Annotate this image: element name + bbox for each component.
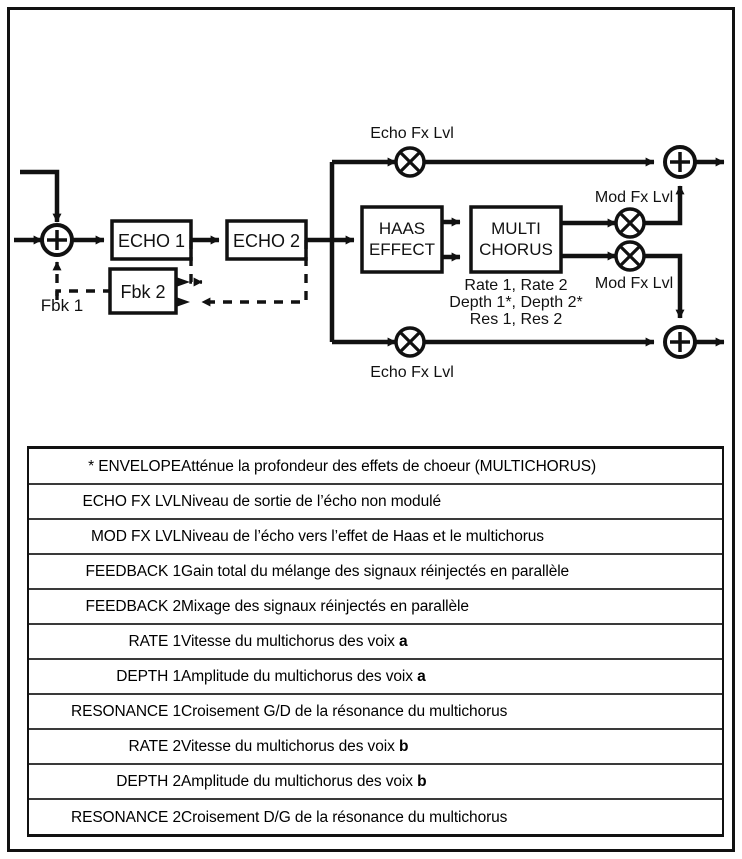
parameter-description-text: Vitesse du multichorus des voix: [181, 633, 399, 650]
haas-effect-label-line2: EFFECT: [369, 240, 435, 259]
echo-fx-lvl-top-label: Echo Fx Lvl: [370, 125, 454, 142]
voice-group-marker: b: [398, 738, 409, 755]
fbk2-box: [108, 267, 178, 315]
parameter-description-cell: Amplitude du multichorus des voix a: [181, 659, 722, 694]
multi-chorus-box: [469, 205, 563, 274]
parameter-name-cell: RESONANCE 2: [70, 808, 181, 826]
modfx-bottom-to-output-sum-line: [644, 253, 685, 319]
mod-fx-lvl-bottom-label: Mod Fx Lvl: [595, 275, 673, 292]
parameter-name-cell: ECHO FX LVL: [82, 493, 181, 510]
parameter-name-cell: RATE 2: [128, 738, 181, 755]
parameter-name-cell: DEPTH 2: [116, 773, 181, 790]
multi-chorus-label-line1: MULTI: [491, 219, 541, 238]
parameter-description-cell: Amplitude du multichorus des voix b: [181, 764, 722, 799]
haas-effect-label-line1: HAAS: [379, 219, 425, 238]
parameter-description-cell: Niveau de sortie de l’écho non modulé: [181, 493, 441, 510]
echo-fx-lvl-bottom-label: Echo Fx Lvl: [370, 364, 454, 381]
parameter-description-cell: Atténue la profondeur des effets de choe…: [181, 457, 597, 475]
multi-chorus-label-line2: CHORUS: [479, 240, 553, 259]
fbk2-input-arrowheads: [176, 277, 190, 307]
parameter-description-text: Vitesse du multichorus des voix: [181, 738, 399, 755]
parameter-description-cell: Croisement D/G de la résonance du multic…: [181, 808, 508, 826]
signal-flow-diagram: ECHO 1 ECHO 2 Fbk 2 Fbk 1 HAAS EFFECT MU…: [14, 125, 725, 381]
parameter-description-cell: Mixage des signaux réinjectés en parallè…: [181, 598, 469, 615]
echo2-label: ECHO 2: [233, 231, 300, 251]
echo1-feedback-tap-line: [189, 240, 203, 287]
parameter-name-cell: DEPTH 1: [116, 668, 181, 685]
parameter-description-cell: Vitesse du multichorus des voix b: [181, 729, 722, 764]
feedback-return-path: [20, 169, 62, 223]
parameter-description-cell: Niveau de l’écho vers l’effet de Haas et…: [181, 528, 544, 545]
chorus-params-line2: Depth 1*, Depth 2*: [449, 294, 582, 311]
parameter-name-cell: RATE 1: [128, 633, 181, 650]
voice-group-marker: a: [398, 633, 408, 650]
fbk2-label: Fbk 2: [120, 282, 165, 302]
parameter-name-cell: RESONANCE 1: [70, 703, 181, 720]
parameter-description-cell: Gain total du mélange des signaux réinje…: [181, 563, 570, 580]
diagram-canvas: ECHO 1 ECHO 2 Fbk 2 Fbk 1 HAAS EFFECT MU…: [14, 125, 725, 381]
chorus-params-line3: Res 1, Res 2: [470, 311, 563, 328]
fbk1-to-sum-line: [55, 289, 112, 300]
echo2-feedback-tap-line: [201, 240, 308, 307]
modfx-top-to-output-sum-line: [644, 185, 685, 226]
parameter-description-cell: Croisement G/D de la résonance du multic…: [181, 703, 508, 720]
parameter-name-cell: MOD FX LVL: [90, 528, 181, 545]
parameter-description-text: Amplitude du multichorus des voix: [181, 773, 418, 790]
mod-fx-lvl-top-label: Mod Fx Lvl: [595, 189, 673, 206]
chorus-params-line1: Rate 1, Rate 2: [464, 277, 567, 294]
voice-group-marker: b: [417, 773, 427, 790]
echo1-label: ECHO 1: [118, 231, 185, 251]
fbk1-label: Fbk 1: [41, 296, 84, 315]
voice-group-marker: a: [417, 668, 426, 685]
parameter-description-text: Amplitude du multichorus des voix: [181, 668, 418, 685]
parameter-name-cell: FEEDBACK 1: [85, 563, 182, 580]
parameter-description-cell: Vitesse du multichorus des voix a: [181, 624, 722, 659]
haas-effect-box: [360, 205, 444, 274]
parameter-name-cell: FEEDBACK 2: [85, 598, 182, 615]
parameter-name-cell: * ENVELOPE: [88, 457, 181, 475]
